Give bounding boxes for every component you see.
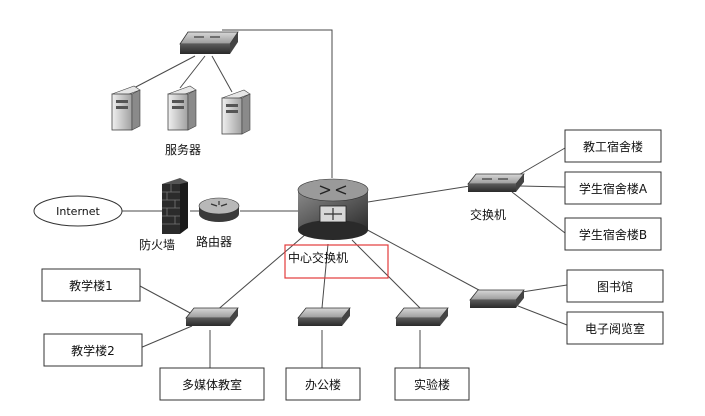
switch-right-label: 交换机: [470, 207, 506, 222]
link-core-lab: [351, 239, 421, 309]
links: [120, 29, 568, 368]
firewall-label: 防火墙: [139, 237, 175, 252]
node-dorm-a: 学生宿舍楼A: [564, 171, 662, 205]
link-switch-library: [521, 284, 568, 293]
link-switch-dorm-b: [511, 191, 566, 234]
switch-icon: [467, 173, 525, 192]
node-e-reading: 电子阅览室: [566, 311, 664, 345]
link-switch-dorm-a: [519, 185, 566, 188]
office-label: 办公楼: [305, 377, 341, 392]
node-dorm-staff: 教工宿舍楼: [564, 129, 662, 163]
dorm-b-label: 学生宿舍楼B: [579, 227, 647, 242]
switch-icon: [297, 307, 351, 326]
node-teach1: 教学楼1: [41, 268, 141, 302]
node-office: 办公楼: [285, 367, 361, 401]
node-library: 图书馆: [566, 269, 664, 303]
internet-cloud-icon: [33, 195, 123, 227]
server-icon: [111, 85, 141, 131]
router-label: 路由器: [196, 234, 232, 249]
library-label: 图书馆: [597, 279, 633, 294]
link-core-switch-right: [367, 185, 471, 203]
e-reading-label: 电子阅览室: [585, 321, 645, 336]
server-switch-icon: [179, 31, 239, 54]
teach2-label: 教学楼2: [71, 343, 115, 358]
teach1-label: 教学楼1: [69, 278, 113, 293]
switch-icon: [395, 307, 449, 326]
dorm-staff-label: 教工宿舍楼: [583, 139, 643, 154]
link-server-3: [211, 55, 233, 93]
switch-icon: [185, 307, 239, 326]
multimedia-label: 多媒体教室: [182, 377, 242, 392]
switch-icon: [469, 289, 525, 308]
firewall-icon: [162, 178, 188, 234]
core-switch-label: 中心交换机: [288, 250, 348, 265]
link-switch-teach1: [139, 285, 193, 315]
internet-label: Internet: [56, 205, 100, 218]
server-icon: [167, 85, 197, 131]
server-label: 服务器: [165, 142, 201, 157]
node-teach2: 教学楼2: [43, 333, 143, 367]
node-multimedia: 多媒体教室: [159, 367, 265, 401]
node-dorm-b: 学生宿舍楼B: [564, 217, 662, 251]
link-server-2: [179, 55, 206, 89]
link-switch-teach2: [139, 325, 193, 349]
link-core-switch-library: [359, 225, 491, 297]
link-core-office: [321, 243, 329, 309]
router-icon: [198, 197, 240, 222]
dorm-a-label: 学生宿舍楼A: [579, 181, 648, 196]
node-lab: 实验楼: [394, 367, 470, 401]
server-icon: [221, 89, 251, 135]
link-core-multimedia-switch: [214, 233, 307, 313]
core-switch-icon: [297, 178, 369, 240]
lab-label: 实验楼: [414, 377, 450, 392]
link-server-1: [129, 55, 196, 91]
core-switch-highlight-box: [284, 244, 389, 279]
link-server-core: [222, 29, 333, 178]
link-switch-ereading: [517, 305, 568, 326]
